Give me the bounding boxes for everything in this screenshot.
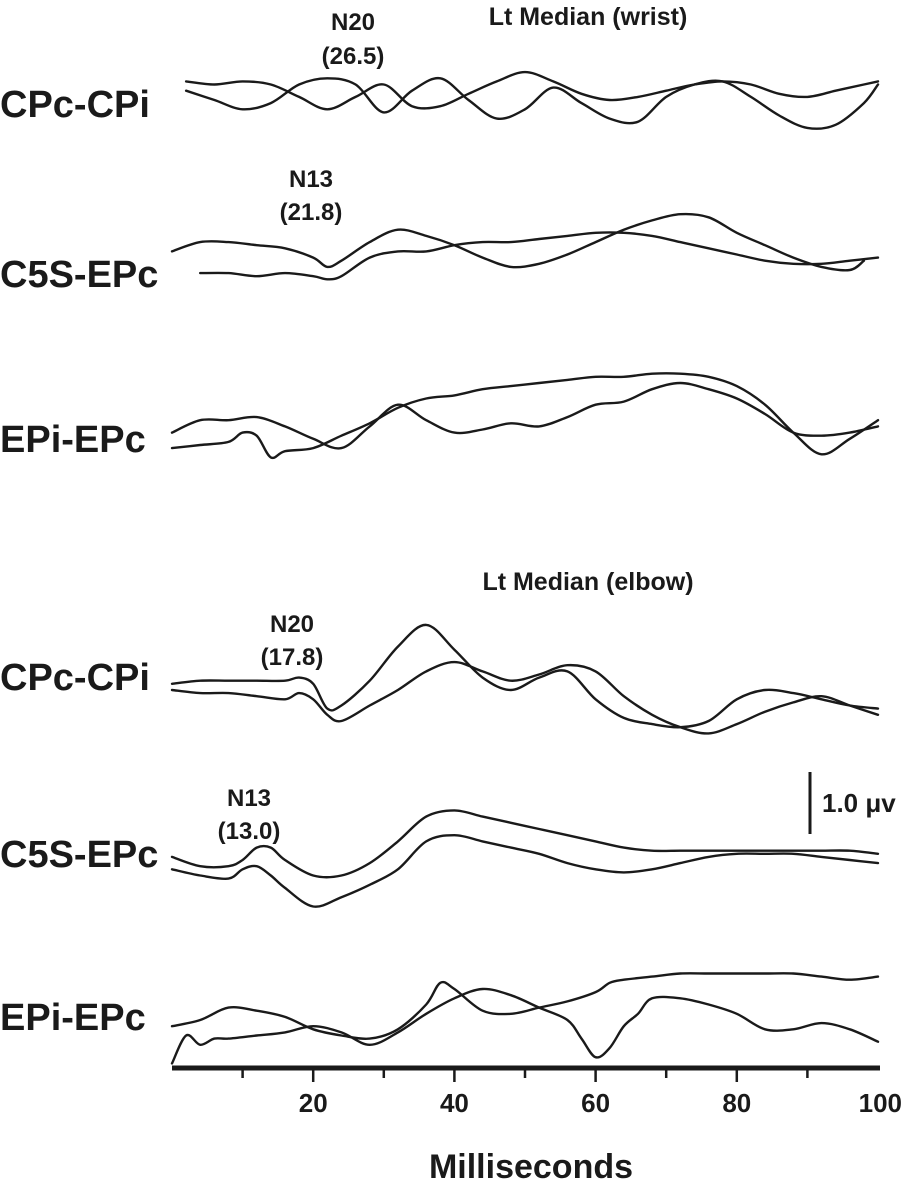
trace-elbow-cpc-cpi-1 <box>170 623 880 729</box>
peak-latency-wrist-n13: (21.8) <box>280 199 343 226</box>
peak-label-wrist-n13: N13 <box>289 166 333 193</box>
x-tick-label-40: 40 <box>440 1088 469 1118</box>
scale-bar-label: 1.0 μv <box>822 788 896 818</box>
channel-label-elbow-epi-epc: EPi-EPc <box>0 997 146 1039</box>
channel-label-wrist-cpc-cpi: CPc-CPi <box>0 84 150 126</box>
x-axis-title: Milliseconds <box>429 1148 633 1184</box>
trace-wrist-c5s-epc-2 <box>170 212 866 272</box>
waveform-traces <box>170 70 880 1065</box>
channel-label-wrist-c5s-epc: C5S-EPc <box>0 254 158 296</box>
channel-label-elbow-cpc-cpi: CPc-CPi <box>0 657 150 699</box>
x-tick-label-20: 20 <box>299 1088 328 1118</box>
x-tick-label-60: 60 <box>581 1088 610 1118</box>
channel-label-wrist-epi-epc: EPi-EPc <box>0 419 146 461</box>
peak-label-elbow-n13: N13 <box>227 785 271 812</box>
trace-wrist-cpc-cpi-2 <box>184 76 880 130</box>
trace-elbow-c5s-epc-1 <box>170 809 880 879</box>
channel-label-elbow-c5s-epc: C5S-EPc <box>0 834 158 876</box>
x-axis-ticks: 20 40 60 80 100 <box>241 1068 902 1118</box>
panel-title-wrist: Lt Median (wrist) <box>489 3 688 31</box>
peak-label-elbow-n20: N20 <box>270 611 314 638</box>
peak-latency-elbow-n20: (17.8) <box>261 644 324 671</box>
x-tick-label-80: 80 <box>722 1088 751 1118</box>
peak-latency-wrist-n20: (26.5) <box>322 43 385 70</box>
trace-wrist-epi-epc-2 <box>170 381 880 450</box>
trace-wrist-cpc-cpi-1 <box>184 70 880 111</box>
trace-elbow-cpc-cpi-2 <box>170 660 880 735</box>
trace-wrist-c5s-epc-1 <box>199 231 880 281</box>
trace-elbow-epi-epc-2 <box>170 987 880 1065</box>
trace-elbow-c5s-epc-2 <box>170 834 880 908</box>
x-tick-label-100: 100 <box>859 1088 902 1118</box>
peak-latency-elbow-n13: (13.0) <box>218 818 281 845</box>
peak-label-wrist-n20: N20 <box>331 9 375 36</box>
trace-wrist-epi-epc-1 <box>170 372 880 460</box>
panel-title-elbow: Lt Median (elbow) <box>482 568 693 596</box>
trace-elbow-epi-epc-1 <box>170 972 880 1041</box>
